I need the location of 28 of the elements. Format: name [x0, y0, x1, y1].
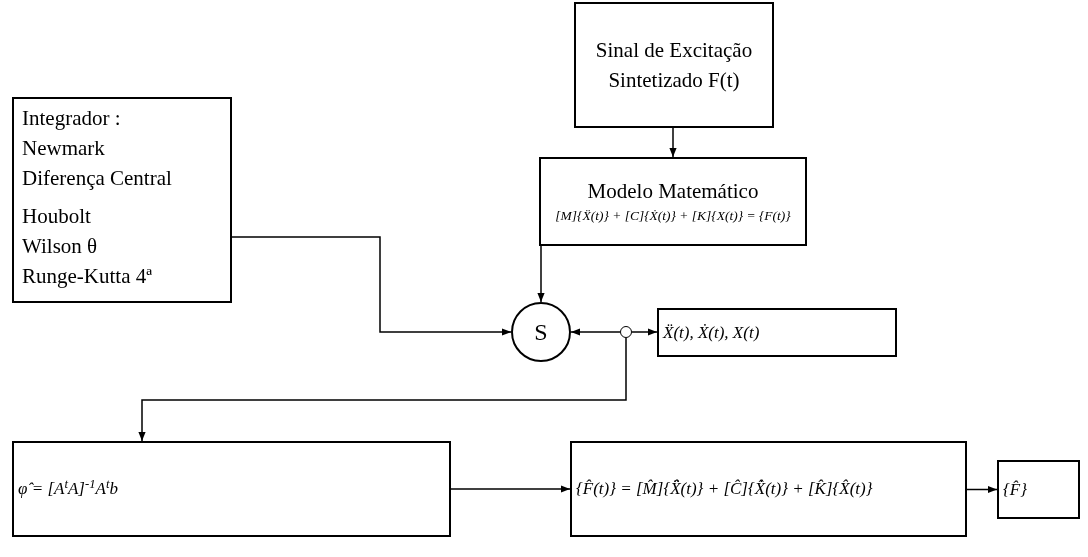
process-box	[574, 2, 774, 128]
arrow	[138, 337, 627, 442]
box-title: Sinal de Excitação Sintetizado F(t)	[594, 37, 754, 94]
equation: Ẍ(t), Ẋ(t), X(t)	[663, 321, 760, 344]
arrow	[966, 485, 998, 494]
process-box	[570, 441, 967, 537]
process-box	[997, 460, 1080, 519]
arrow	[631, 328, 658, 336]
method-box	[12, 97, 232, 303]
equation: {F̂}	[1003, 478, 1027, 501]
process-box	[657, 308, 897, 357]
list-item: Diferença Central	[22, 165, 173, 192]
list-item: Wilson θ	[22, 233, 99, 260]
arrow	[570, 328, 621, 336]
process-box	[12, 441, 451, 537]
equation: φ̂ = [A$^{t}$A]$^{-1}$A$^{t}$b	[18, 476, 118, 501]
arrow	[537, 245, 545, 303]
box-title: Modelo Matemático	[587, 178, 759, 206]
equation: {F̂(t)} = [M̂]{X̂̈(t)} + [Ĉ]{X̂̇(t)} + [K̂]{X̂(t)}	[576, 478, 873, 501]
arrow	[231, 236, 512, 336]
list-item: Houbolt	[22, 203, 92, 230]
list-item: Runge-Kutta 4ª	[22, 263, 154, 290]
process-box	[539, 157, 807, 246]
arrow	[669, 127, 677, 158]
list-item: Integrador :	[22, 105, 122, 132]
list-item: Newmark	[22, 135, 106, 162]
equation: [M]{Ẍ(t)} + [C]{Ẋ(t)} + [K]{X(t)} = {F(t)}	[555, 207, 791, 226]
arrow	[450, 485, 571, 493]
